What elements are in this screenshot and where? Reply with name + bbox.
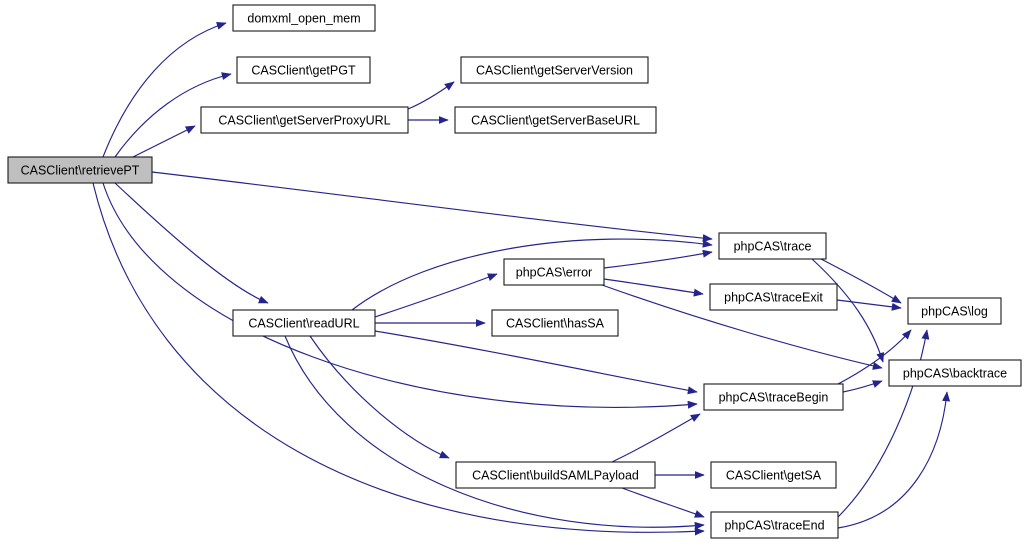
node-layer: CASClient\retrievePT domxml_open_memCASCl… [7,4,1022,539]
edge-readURL-trace [351,238,713,311]
edge-error-trace [603,249,713,269]
edge-retrievePT-getServerProxyURL [132,125,196,158]
node-label-traceEnd: phpCAS\traceEnd [724,519,824,533]
node-box-hasSA[interactable] [491,309,619,337]
node-box-backtrace[interactable] [888,359,1022,387]
node-getServerBaseURL[interactable]: CASClient\getServerBaseURL [454,106,657,134]
edge-retrievePT-getPGT [114,72,232,158]
edge-layer [92,21,951,536]
node-buildSAMLPayload[interactable]: CASClient\buildSAMLPayload [455,461,656,489]
node-traceEnd[interactable]: phpCAS\traceEnd [710,511,839,539]
node-box-domxml[interactable] [232,4,376,32]
node-hasSA[interactable]: CASClient\hasSA [491,309,619,337]
node-box-readURL[interactable] [232,309,376,337]
edge-retrievePT-traceBegin [102,182,698,409]
node-label-getServerBaseURL: CASClient\getServerBaseURL [471,114,640,128]
edge-trace-backtrace [811,258,885,363]
edge-traceEnd-log [837,329,930,518]
node-box-traceEnd[interactable] [710,511,839,539]
node-box-retrievePT[interactable] [7,156,153,184]
node-traceBegin[interactable]: phpCAS\traceBegin [703,383,844,411]
node-box-traceBegin[interactable] [703,383,844,411]
node-domxml[interactable]: domxml_open_mem [232,4,376,32]
node-trace[interactable]: phpCAS\trace [718,232,827,260]
node-box-trace[interactable] [718,232,827,260]
node-box-getPGT[interactable] [236,56,371,84]
node-label-readURL: CASClient\readURL [248,317,359,331]
edge-getServerProxyURL-getServerVersion [407,81,455,110]
node-box-traceExit[interactable] [709,283,838,311]
node-label-trace: phpCAS\trace [734,240,812,254]
edge-readURL-traceBegin [374,330,698,395]
edge-traceEnd-backtrace [837,391,951,529]
edge-traceExit-log [836,299,902,311]
node-box-error[interactable] [503,258,605,286]
edge-retrievePT-domxml [102,21,227,158]
node-getServerProxyURL[interactable]: CASClient\getServerProxyURL [200,106,409,134]
edge-error-traceExit [603,278,704,297]
node-log[interactable]: phpCAS\log [907,297,1002,325]
node-label-getSA: CASClient\getSA [726,469,822,483]
node-box-log[interactable] [907,297,1002,325]
node-label-buildSAMLPayload: CASClient\buildSAMLPayload [472,469,639,483]
edge-buildSAMLPayload-traceBegin [611,413,701,463]
node-box-buildSAMLPayload[interactable] [455,461,656,489]
edge-retrievePT-readURL [114,182,269,304]
node-label-log: phpCAS\log [921,305,988,319]
edge-retrievePT-trace [151,171,713,243]
node-box-getSA[interactable] [710,461,837,489]
node-box-getServerBaseURL[interactable] [454,106,657,134]
edge-readURL-error [374,273,498,318]
node-backtrace[interactable]: phpCAS\backtrace [888,359,1022,387]
node-readURL[interactable]: CASClient\readURL [232,309,376,337]
node-getSA[interactable]: CASClient\getSA [710,461,837,489]
node-box-getServerProxyURL[interactable] [200,106,409,134]
edge-readURL-traceEnd [284,335,705,530]
node-label-getPGT: CASClient\getPGT [251,64,356,78]
edge-traceBegin-log [837,329,912,385]
node-label-backtrace: phpCAS\backtrace [903,367,1007,381]
node-retrievePT[interactable]: CASClient\retrievePT [7,156,153,184]
node-getServerVersion[interactable]: CASClient\getServerVersion [460,56,649,84]
node-label-retrievePT: CASClient\retrievePT [21,164,140,178]
node-getPGT[interactable]: CASClient\getPGT [236,56,371,84]
edge-error-backtrace [601,284,883,370]
node-label-domxml: domxml_open_mem [247,12,360,26]
edge-trace-log [820,258,902,304]
node-box-getServerVersion[interactable] [460,56,649,84]
node-label-getServerVersion: CASClient\getServerVersion [476,64,633,78]
node-traceExit[interactable]: phpCAS\traceExit [709,283,838,311]
edge-traceBegin-backtrace [842,380,883,393]
edge-buildSAMLPayload-traceEnd [621,487,705,518]
edge-readURL-buildSAMLPayload [309,335,450,459]
node-error[interactable]: phpCAS\error [503,258,605,286]
node-label-hasSA: CASClient\hasSA [506,317,605,331]
edge-retrievePT-traceEnd [92,182,705,536]
node-label-traceBegin: phpCAS\traceBegin [719,391,829,405]
node-label-traceExit: phpCAS\traceExit [724,291,823,305]
node-label-getServerProxyURL: CASClient\getServerProxyURL [218,114,390,128]
node-label-error: phpCAS\error [516,266,592,280]
